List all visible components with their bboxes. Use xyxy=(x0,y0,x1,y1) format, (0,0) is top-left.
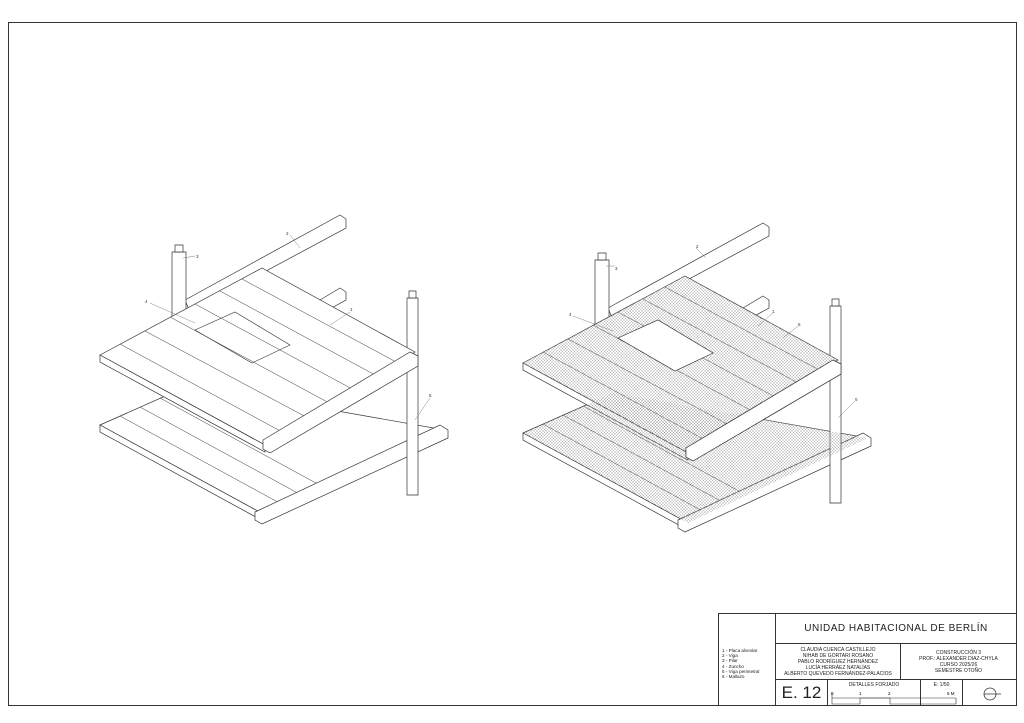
callout-6: 6 xyxy=(798,322,801,327)
callout-4: 4 xyxy=(569,312,572,317)
assembly-right: 1 2 3 4 5 6 xyxy=(522,222,872,533)
legend-item: 3 - Pilar xyxy=(722,658,738,664)
north-arrow-icon xyxy=(983,687,1001,701)
author: NIHAB DE GORTARI ROSANO xyxy=(802,653,874,659)
assembly-left: 1 2 3 4 5 xyxy=(99,214,449,525)
callout-2: 2 xyxy=(696,244,699,249)
course-line: CONSTRUCCIÓN 3 xyxy=(935,650,981,656)
scale-tick: 5 M xyxy=(947,691,955,696)
scale: E: 1/50 xyxy=(933,682,950,688)
legend-item: 4 - Zuncho xyxy=(722,663,744,669)
legend: 1 - Placa alveolar 2 - Viga 3 - Pilar 4 … xyxy=(722,648,759,679)
legend-item: 6 - Mallazo xyxy=(722,674,745,680)
author: LUCÍA HERRÁEZ NATALÍAS xyxy=(805,665,871,671)
callout-1: 1 xyxy=(772,309,775,314)
course-line: SEMESTRE OTOÑO xyxy=(934,668,983,674)
callout-2: 2 xyxy=(286,231,289,236)
legend-item: 2 - Viga xyxy=(722,653,738,659)
callout-4: 4 xyxy=(145,299,148,304)
authors: CLAUDIA CUENCA CASTILLEJO NIHAB DE GORTA… xyxy=(775,643,901,680)
legend-item: 1 - Placa alveolar xyxy=(722,648,758,653)
callout-5: 5 xyxy=(429,393,432,398)
north-cell xyxy=(962,679,1017,706)
scale-tick: 2 xyxy=(888,691,891,696)
callout-1: 1 xyxy=(350,307,353,312)
author: PABLO RODRÍGUEZ HERNÁNDEZ xyxy=(797,659,879,665)
callout-3: 3 xyxy=(196,254,199,259)
callout-5: 5 xyxy=(855,397,858,402)
drawing-frame xyxy=(8,22,1017,706)
course-line: PROF.: ALEXANDER DIAZ-CHYLA xyxy=(919,656,998,662)
scale-bar: 0 1 2 5 M xyxy=(831,691,957,705)
callout-3: 3 xyxy=(615,266,618,271)
sheet-name: DETALLES FORJADO xyxy=(848,682,900,688)
project-title: UNIDAD HABITACIONAL DE BERLÍN xyxy=(775,613,1017,644)
course-info: CONSTRUCCIÓN 3 PROF.: ALEXANDER DIAZ-CHY… xyxy=(900,643,1017,680)
course-line: CURSO 2025/26 xyxy=(939,662,978,668)
author: CLAUDIA CUENCA CASTILLEJO xyxy=(800,647,876,653)
scale-tick: 0 xyxy=(831,691,834,696)
legend-item: 5 - Viga perimetral xyxy=(722,668,760,674)
author: ALBERTO QUEVEDO FERNÁNDEZ-PALACIOS xyxy=(784,671,892,677)
sheet-number: E. 12 xyxy=(775,679,828,706)
scale-tick: 1 xyxy=(859,691,862,696)
